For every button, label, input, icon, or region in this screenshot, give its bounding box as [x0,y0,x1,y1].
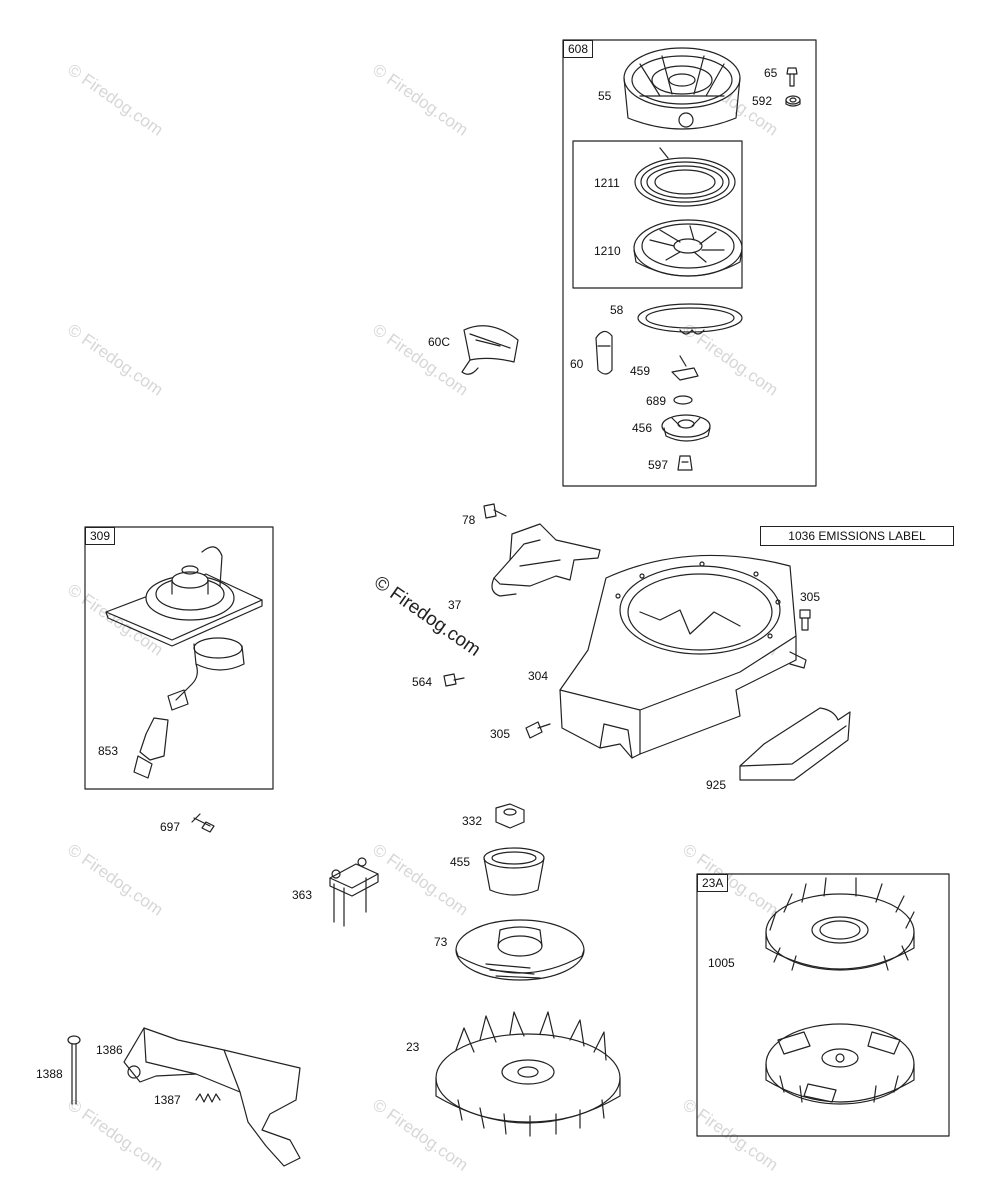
emissions-label-callout: 1036 EMISSIONS LABEL [760,526,954,546]
group-label-23a: 23A [697,874,729,892]
retainer-ring-part [673,395,693,405]
flywheel-top-part [765,877,915,971]
part-number-304: 304 [528,669,549,683]
part-number-78: 78 [462,513,476,527]
screw-part [483,503,507,519]
part-number-60c: 60C [428,335,451,349]
starter-handle-part [595,330,613,375]
screw-part [191,813,215,833]
part-number-853: 853 [98,744,119,758]
part-number-65: 65 [764,66,778,80]
group-label-608: 608 [563,40,594,58]
rotating-screen-part [455,919,585,981]
screw-part [525,721,551,739]
part-number-456: 456 [632,421,653,435]
part-number-1387: 1387 [154,1093,181,1107]
flywheel-part [435,1011,621,1137]
flywheel-nut-part [495,803,525,829]
bolt-part [786,67,798,87]
part-number-363: 363 [292,888,313,902]
part-number-697: 697 [160,820,181,834]
group-309-frame [84,526,274,790]
part-number-60: 60 [570,357,584,371]
air-guide-part [491,523,601,597]
ignition-armature-part [105,546,263,711]
screw-part [677,455,693,471]
brake-spring-part [195,1093,221,1103]
part-number-1388: 1388 [36,1067,63,1081]
starter-cup-part [483,847,545,896]
part-number-305-left: 305 [490,727,511,741]
pin-part [67,1035,81,1105]
group-23a-frame [696,873,950,1137]
part-number-55: 55 [598,89,612,103]
group-label-309: 309 [85,527,116,545]
retainer-part [661,414,711,442]
screw-part [443,673,465,687]
part-number-455: 455 [450,855,471,869]
part-number-597: 597 [648,458,669,472]
pulley-part [633,219,743,277]
part-number-37: 37 [448,598,462,612]
blower-housing-part [559,554,807,759]
part-number-23: 23 [406,1040,420,1054]
part-number-332: 332 [462,814,483,828]
part-number-564: 564 [412,675,433,689]
spring-subgroup-frame [572,140,743,289]
part-number-592: 592 [752,94,773,108]
armature-bracket-part [329,857,379,927]
part-number-1005: 1005 [708,956,735,970]
part-number-305-right: 305 [800,590,821,604]
starter-housing-part [623,47,741,130]
screw-part [799,609,811,631]
part-number-1386: 1386 [96,1043,123,1057]
part-number-459: 459 [630,364,651,378]
pawl-part [671,355,699,381]
part-number-73: 73 [434,935,448,949]
flywheel-bottom-part [765,1023,915,1105]
air-duct-part [739,707,851,781]
group-608-frame [562,39,817,487]
part-number-1211: 1211 [594,176,620,190]
part-number-925: 925 [706,778,727,792]
connector-part [133,717,169,779]
part-number-58: 58 [610,303,624,317]
brake-lever-part [123,1027,301,1167]
friction-spring-part [637,303,743,335]
part-number-1210: 1210 [594,244,621,258]
rewind-spring-part [634,147,736,207]
nut-part [785,95,801,107]
part-number-689: 689 [646,394,667,408]
handle-assembly-part [461,325,519,375]
